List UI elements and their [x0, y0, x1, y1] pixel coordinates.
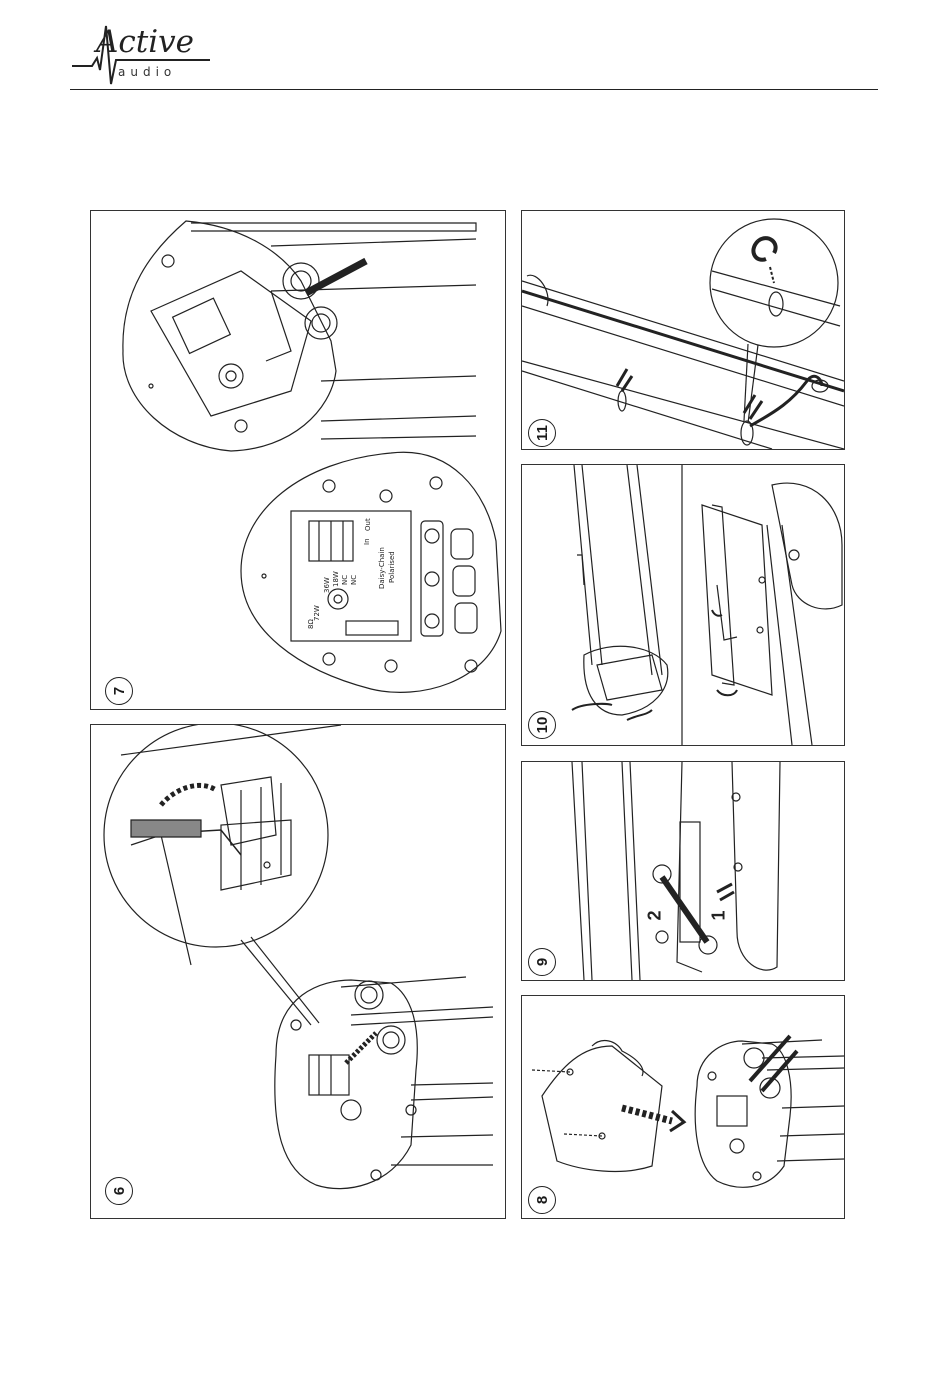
step-number-badge: 8 — [528, 1186, 556, 1214]
label-nc-2: NC — [350, 575, 358, 585]
label-out: Out — [364, 518, 372, 531]
figure-10-illustration — [522, 465, 844, 745]
header-rule — [70, 89, 878, 90]
logo-subtitle: audio — [118, 65, 176, 79]
label-polarised: Polarised — [388, 551, 396, 583]
label-daisy-chain: Daisy-Chain — [378, 547, 386, 589]
callout-1: 1 — [709, 910, 730, 920]
figure-panel-8: 8 — [521, 995, 845, 1219]
step-number-badge: 6 — [105, 1177, 133, 1205]
figure-7-illustration — [91, 211, 505, 709]
figure-panel-10: 10 — [521, 464, 845, 746]
step-number-badge: 10 — [528, 711, 556, 739]
step-number-badge: 11 — [528, 419, 556, 447]
figure-11-illustration — [522, 211, 844, 449]
label-nc-1: NC — [341, 575, 349, 585]
figure-6-illustration — [91, 725, 505, 1218]
label-in: In — [363, 538, 371, 545]
figure-panel-6: 6 — [90, 724, 506, 1219]
figure-9-illustration — [522, 762, 844, 980]
callout-2: 2 — [645, 910, 666, 920]
figure-panel-9: 1 2 9 — [521, 761, 845, 981]
logo-wordmark: Active — [96, 24, 194, 60]
step-number-badge: 7 — [105, 677, 133, 705]
figure-panel-11: 11 — [521, 210, 845, 450]
label-36w: 36W — [323, 577, 331, 593]
step-number-badge: 9 — [528, 948, 556, 976]
figure-panel-7: In Out Daisy-Chain Polarised 72W 36W 18W… — [90, 210, 506, 710]
label-8ohm: 8Ω — [307, 619, 315, 629]
figure-8-illustration — [522, 996, 844, 1218]
label-18w: 18W — [332, 571, 340, 587]
